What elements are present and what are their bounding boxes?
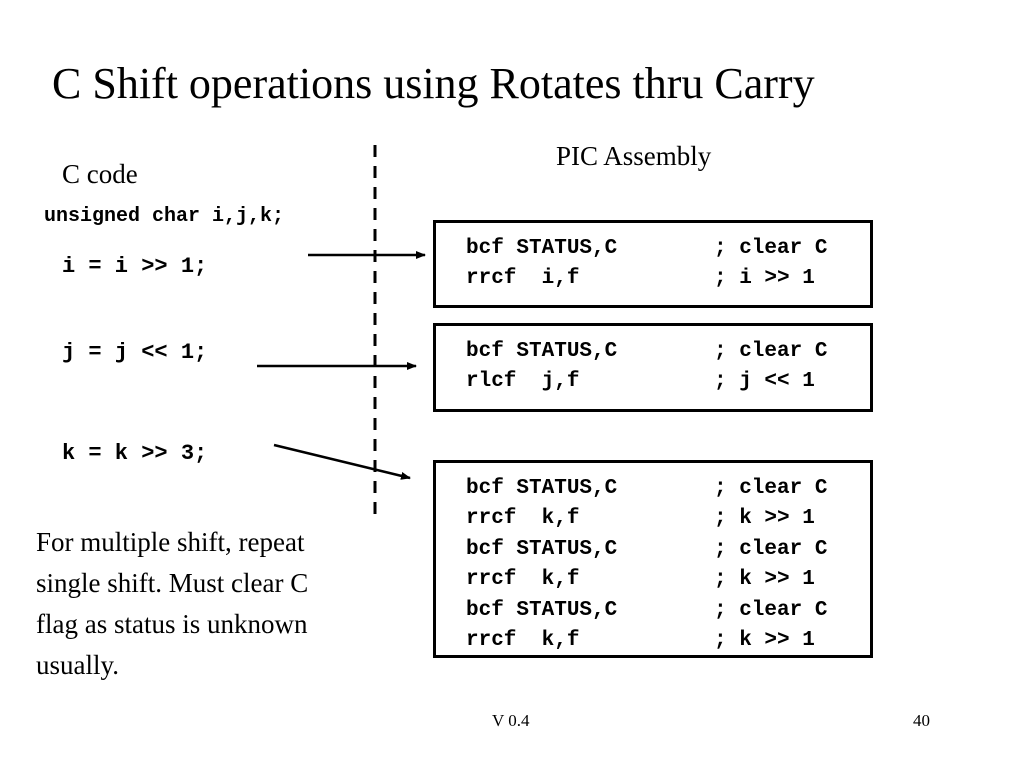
asm-instruction: bcf STATUS,C	[466, 537, 618, 561]
asm-comment: ; clear C	[714, 339, 828, 363]
asm-instruction: rrcf i,f	[466, 267, 580, 291]
asm-instruction: rlcf j,f	[466, 370, 580, 394]
c-code-label: C code	[62, 159, 138, 189]
asm-block-j: bcf STATUS,C ; clear C rlcf j,f ; j << 1	[433, 323, 873, 412]
asm-line: bcf STATUS,C ; clear C	[466, 233, 870, 264]
asm-line: bcf STATUS,C ; clear C	[466, 595, 870, 626]
c-statement-shift-right-i: i = i >> 1;	[62, 254, 208, 279]
asm-block-k: bcf STATUS,C ; clear C rrcf k,f ; k >> 1…	[433, 460, 873, 658]
asm-line: rrcf k,f ; k >> 1	[466, 565, 870, 596]
asm-comment: ; clear C	[714, 598, 828, 622]
asm-instruction: rrcf k,f	[466, 568, 580, 592]
asm-comment: ; k >> 1	[714, 568, 815, 592]
asm-line: bcf STATUS,C ; clear C	[466, 534, 870, 565]
asm-comment: ; k >> 1	[714, 507, 815, 531]
c-statement-shift-left-j: j = j << 1;	[62, 340, 208, 365]
asm-instruction: bcf STATUS,C	[466, 339, 618, 363]
asm-comment: ; k >> 1	[714, 629, 815, 653]
c-statement-shift-right-k: k = k >> 3;	[62, 441, 208, 466]
asm-comment: ; clear C	[714, 476, 828, 500]
asm-line: bcf STATUS,C ; clear C	[466, 336, 870, 367]
asm-line: bcf STATUS,C ; clear C	[466, 473, 870, 504]
asm-instruction: bcf STATUS,C	[466, 598, 618, 622]
asm-line: rlcf j,f ; j << 1	[466, 367, 870, 398]
asm-line: rrcf k,f ; k >> 1	[466, 504, 870, 535]
page-number: 40	[913, 711, 930, 730]
asm-comment: ; clear C	[714, 236, 828, 260]
asm-instruction: bcf STATUS,C	[466, 236, 618, 260]
slide-title: C Shift operations using Rotates thru Ca…	[52, 59, 815, 108]
variable-declaration: unsigned char i,j,k;	[44, 205, 285, 228]
explanation-note: For multiple shift, repeat single shift.…	[36, 527, 309, 680]
asm-comment: ; i >> 1	[714, 267, 815, 291]
asm-instruction: bcf STATUS,C	[466, 476, 618, 500]
asm-instruction: rrcf k,f	[466, 507, 580, 531]
asm-instruction: rrcf k,f	[466, 629, 580, 653]
arrow-statement-k	[273, 443, 411, 480]
asm-block-i: bcf STATUS,C ; clear C rrcf i,f ; i >> 1	[433, 220, 873, 308]
asm-comment: ; clear C	[714, 537, 828, 561]
asm-line: rrcf k,f ; k >> 1	[466, 626, 870, 657]
version-label: V 0.4	[492, 711, 530, 730]
asm-line: rrcf i,f ; i >> 1	[466, 264, 870, 295]
asm-comment: ; j << 1	[714, 370, 815, 394]
pic-assembly-label: PIC Assembly	[556, 141, 712, 171]
